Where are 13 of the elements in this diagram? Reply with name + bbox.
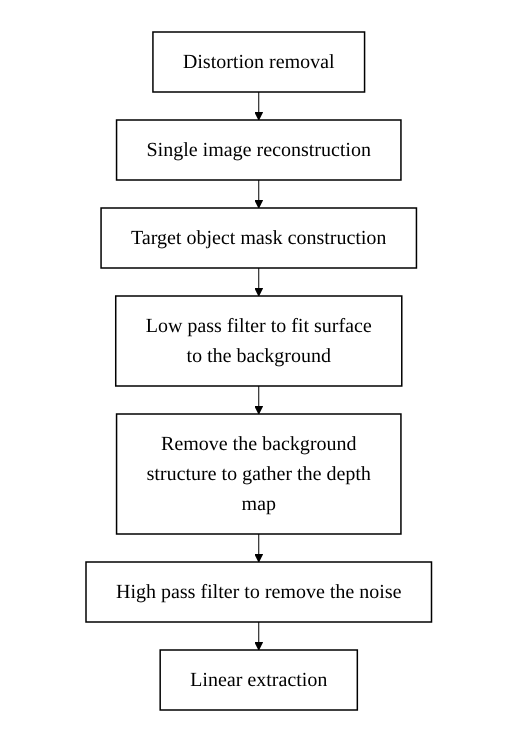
node-box: Remove the background structure to gather the depth map bbox=[116, 412, 402, 534]
node-box: Low pass filter to fit surface to the background bbox=[114, 294, 402, 386]
arrow bbox=[254, 179, 263, 208]
arrow bbox=[254, 533, 263, 562]
node-box: Target object mask construction bbox=[100, 206, 417, 268]
node-box: Linear extraction bbox=[159, 648, 358, 710]
arrow bbox=[254, 621, 263, 650]
arrow bbox=[254, 91, 263, 120]
arrow bbox=[254, 267, 263, 296]
node-box: Distortion removal bbox=[152, 30, 366, 92]
arrow bbox=[254, 385, 263, 414]
node-box: High pass filter to remove the noise bbox=[85, 560, 432, 622]
node-box: Single image reconstruction bbox=[116, 118, 402, 180]
